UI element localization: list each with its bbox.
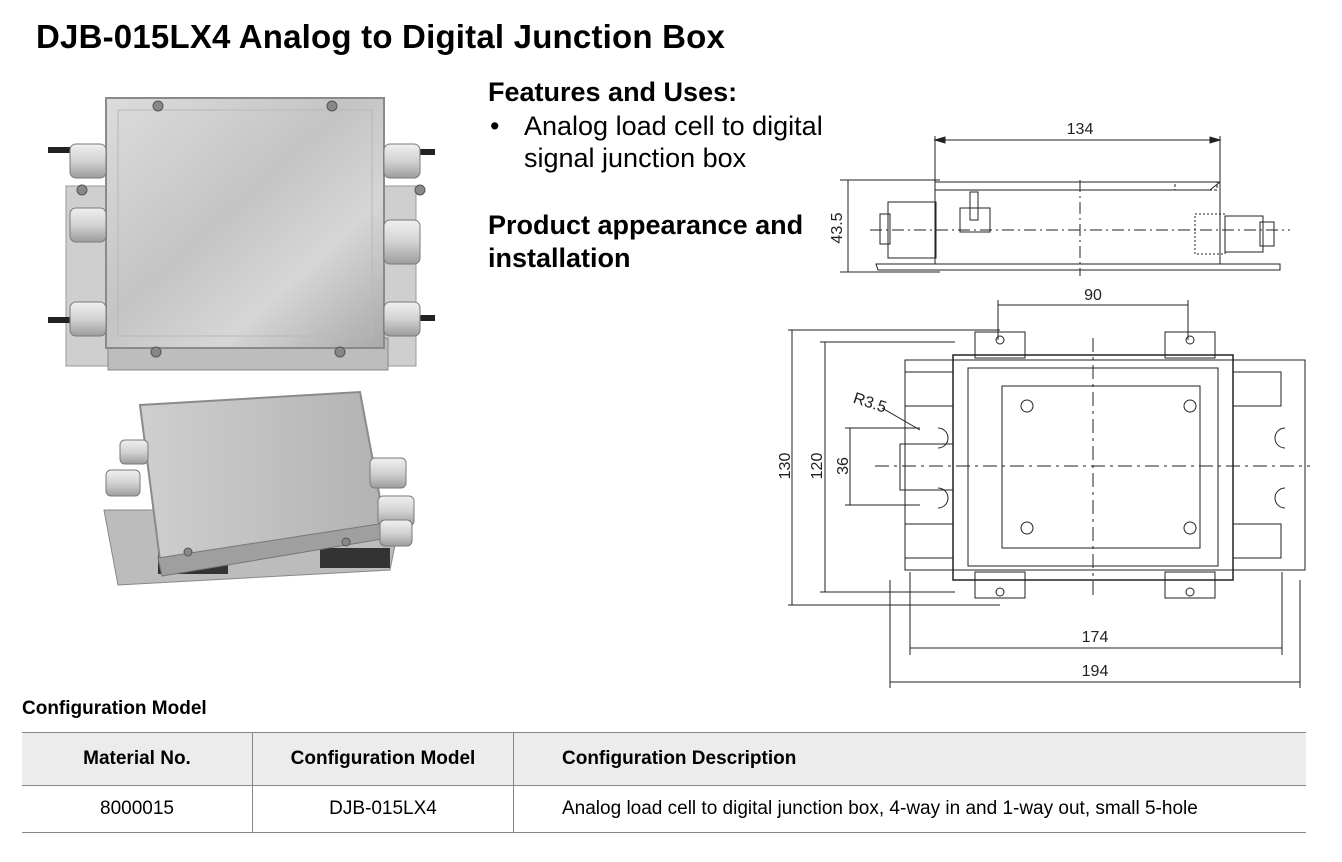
dim-r3-5: R3.5 bbox=[851, 390, 888, 417]
table-header-row: Material No. Configuration Model Configu… bbox=[22, 732, 1306, 786]
feature-text: Analog load cell to digital signal junct… bbox=[524, 111, 823, 173]
photo-perspective-view bbox=[103, 390, 415, 586]
dim-130: 130 bbox=[777, 453, 794, 480]
col-configuration-model: Configuration Model bbox=[252, 732, 514, 786]
col-material-no: Material No. bbox=[22, 732, 253, 786]
dim-174: 174 bbox=[1082, 629, 1109, 646]
dim-194: 194 bbox=[1082, 663, 1109, 680]
cell-configuration-description: Analog load cell to digital junction box… bbox=[513, 785, 1306, 833]
photo-top-view bbox=[48, 97, 435, 371]
top-view: 90 130 120 36 R3.5 bbox=[777, 287, 1310, 688]
dimension-drawing: 134 43.5 90 130 120 bbox=[777, 121, 1310, 688]
features-heading: Features and Uses: bbox=[488, 77, 738, 107]
bullet-icon: • bbox=[490, 111, 500, 141]
product-photos bbox=[48, 97, 435, 586]
configuration-label: Configuration Model bbox=[22, 698, 207, 719]
page-title: DJB-015LX4 Analog to Digital Junction Bo… bbox=[36, 18, 726, 55]
dim-36: 36 bbox=[835, 457, 852, 475]
dim-120: 120 bbox=[809, 453, 826, 480]
col-configuration-description: Configuration Description bbox=[513, 732, 1306, 786]
dim-134: 134 bbox=[1067, 121, 1094, 138]
cell-configuration-model: DJB-015LX4 bbox=[252, 785, 514, 833]
dim-90: 90 bbox=[1084, 287, 1102, 304]
cell-material-no: 8000015 bbox=[22, 785, 253, 833]
side-view: 134 43.5 bbox=[829, 121, 1290, 276]
appearance-heading: Product appearance and installation bbox=[488, 210, 804, 273]
table-row: 8000015 DJB-015LX4 Analog load cell to d… bbox=[22, 785, 1306, 833]
feature-item: • Analog load cell to digital signal jun… bbox=[490, 110, 864, 174]
dim-43-5: 43.5 bbox=[829, 212, 846, 243]
configuration-table: Material No. Configuration Model Configu… bbox=[22, 732, 1306, 833]
